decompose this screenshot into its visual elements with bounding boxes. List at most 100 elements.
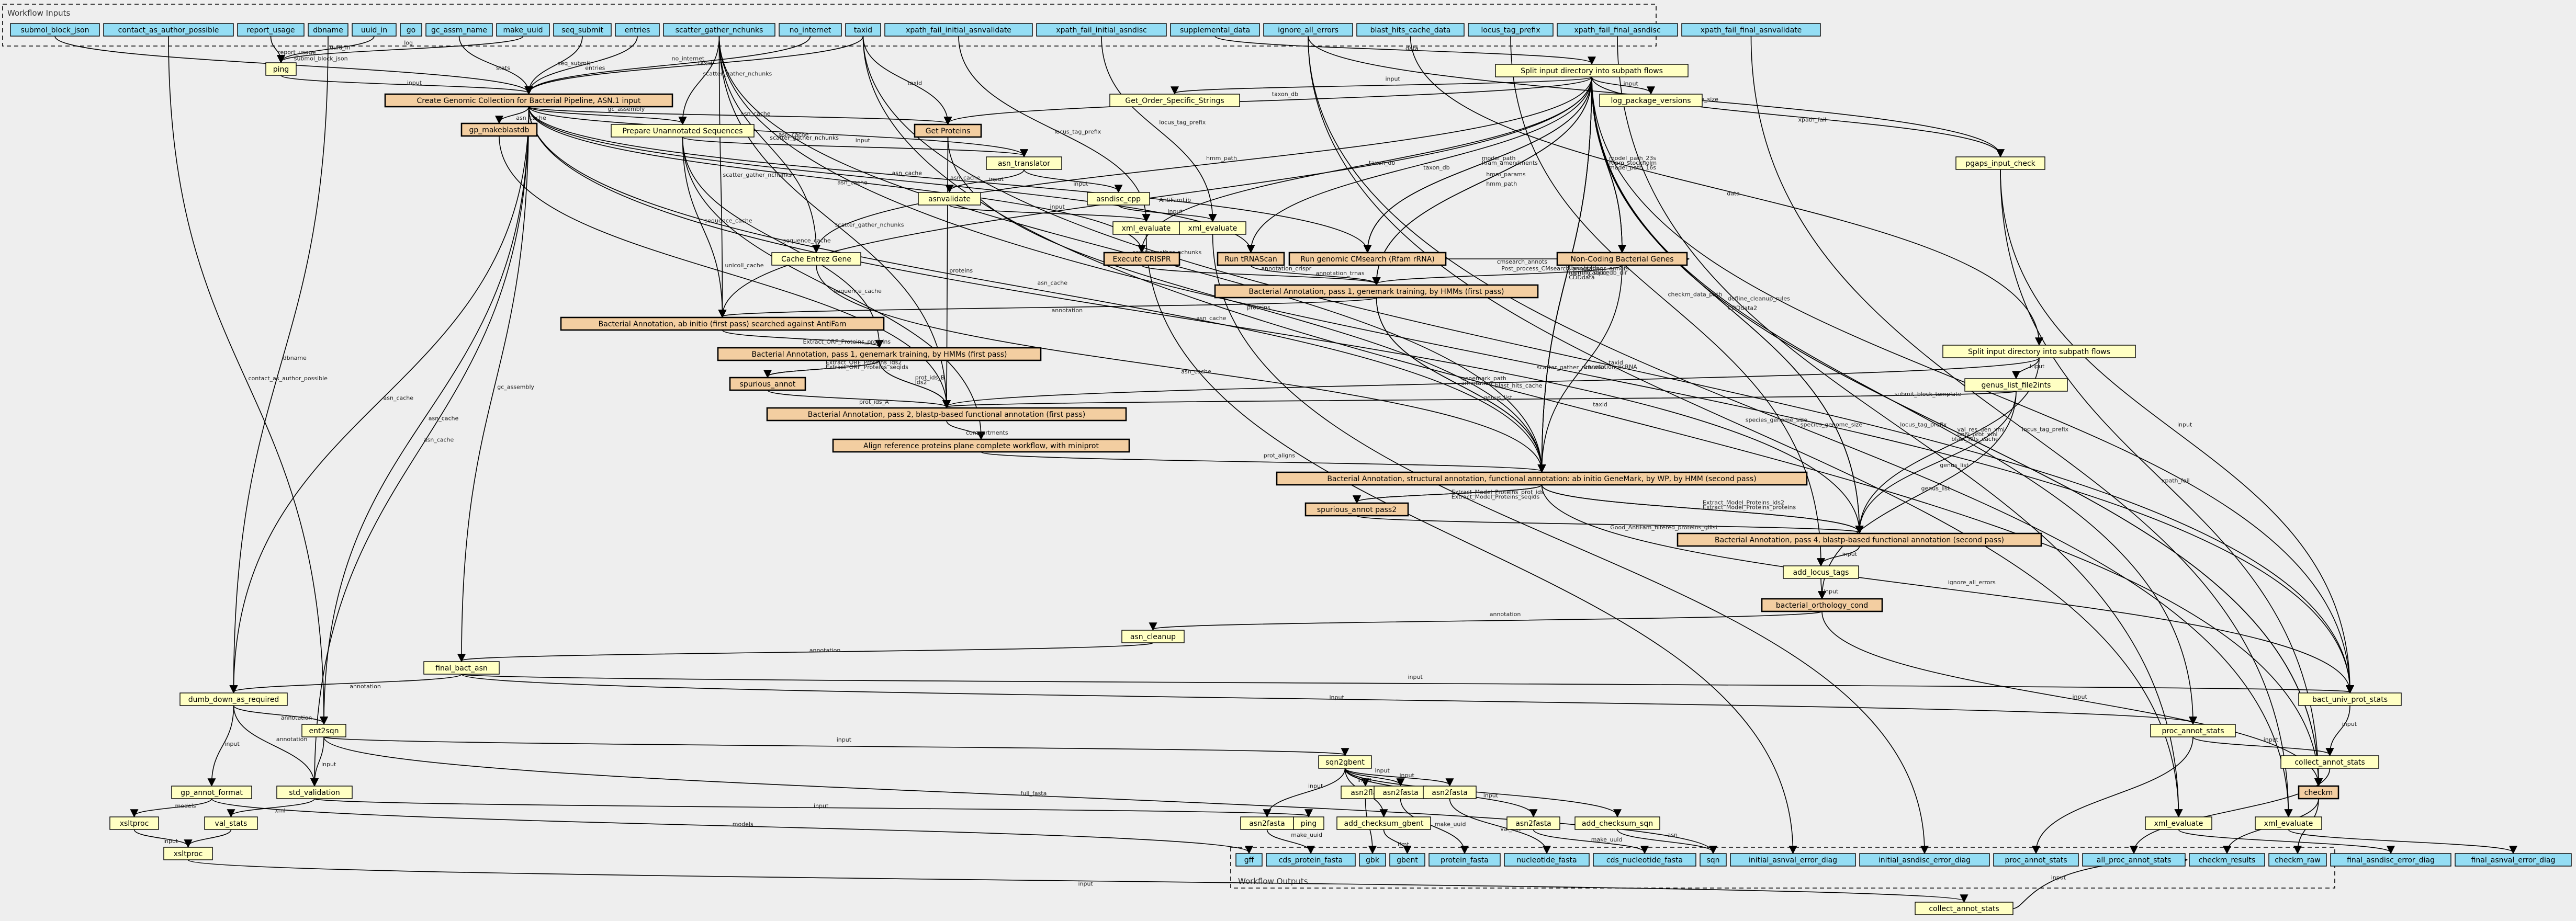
step-node-asn2fasta[interactable]: asn2fasta (1423, 786, 1477, 799)
step-node-bacterial-annotation-ab-initio-first-pass-searched-against-antifam[interactable]: Bacterial Annotation, ab initio (first p… (560, 316, 885, 331)
io-node-xpath-fail-initial-asnvalidate[interactable]: xpath_fail_initial_asnvalidate (884, 23, 1033, 37)
step-node-align-reference-proteins-plane-complete-workflow-with-miniprot[interactable]: Align reference proteins plane complete … (832, 438, 1130, 453)
io-node-cds-nucleotide-fasta[interactable]: cds_nucleotide_fasta (1593, 853, 1696, 867)
step-node-genus-list-file2ints[interactable]: genus_list_file2ints (1964, 378, 2068, 392)
step-node-gp-annot-format[interactable]: gp_annot_format (171, 786, 252, 799)
step-node-non-coding-bacterial-genes[interactable]: Non-Coding Bacterial Genes (1556, 252, 1688, 266)
io-node-blast-hits-cache-data[interactable]: blast_hits_cache_data (1356, 23, 1465, 37)
io-node-gff[interactable]: gff (1235, 853, 1263, 867)
step-node-bacterial-annotation-pass-4-blastp-based-functional-annotation-second-pass[interactable]: Bacterial Annotation, pass 4, blastp-bas… (1677, 532, 2042, 547)
step-node-val-stats[interactable]: val_stats (204, 816, 258, 830)
io-node-checkm-raw[interactable]: checkm_raw (2268, 853, 2327, 867)
step-node-split-input-directory-into-subpath-flows[interactable]: Split input directory into subpath flows (1495, 64, 1689, 77)
step-node-bacterial-annotation-pass-1-genemark-training-by-hmms-first-pass[interactable]: Bacterial Annotation, pass 1, genemark t… (1214, 284, 1539, 299)
step-node-ping[interactable]: ping (265, 62, 297, 76)
step-node-ent2sqn[interactable]: ent2sqn (301, 724, 346, 737)
io-node-nucleotide-fasta[interactable]: nucleotide_fasta (1504, 853, 1590, 867)
io-node-cds-protein-fasta[interactable]: cds_protein_fasta (1266, 853, 1356, 867)
step-node-asn2fasta[interactable]: asn2fasta (1240, 816, 1294, 830)
step-node-collect-annot-stats[interactable]: collect_annot_stats (1915, 902, 2013, 915)
edge-label: input (989, 176, 1004, 183)
step-node-asn-cleanup[interactable]: asn_cleanup (1121, 630, 1185, 643)
io-node-make-uuid[interactable]: make_uuid (496, 23, 550, 37)
step-node-cache-entrez-gene[interactable]: Cache Entrez Gene (771, 252, 861, 266)
io-node-go[interactable]: go (400, 23, 422, 37)
step-node-run-trnascan[interactable]: Run tRNAScan (1217, 252, 1285, 266)
step-node-xml-evaluate[interactable]: xml_evaluate (1112, 221, 1180, 235)
step-node-execute-crispr[interactable]: Execute CRISPR (1103, 252, 1180, 266)
step-node-add-checksum-sqn[interactable]: add_checksum_sqn (1574, 816, 1660, 830)
step-node-bact-univ-prot-stats[interactable]: bact_univ_prot_stats (2298, 692, 2402, 706)
io-node-no-internet[interactable]: no_internet (779, 23, 842, 37)
io-node-gbent[interactable]: gbent (1389, 853, 1425, 867)
io-node-taxid[interactable]: taxid (845, 23, 881, 37)
step-node-asn-translator[interactable]: asn_translator (986, 156, 1062, 170)
step-node-add-locus-tags[interactable]: add_locus_tags (1783, 565, 1859, 579)
io-node-sqn[interactable]: sqn (1700, 853, 1727, 867)
io-node-ignore-all-errors[interactable]: ignore_all_errors (1263, 23, 1353, 37)
edge-asn_translator-to-asnvalidate (945, 169, 1025, 194)
io-node-submol-block-json[interactable]: submol_block_json (10, 23, 100, 37)
edge-asn_translator-to-asndisc_cpp (1023, 169, 1123, 194)
step-node-bacterial-annotation-pass-1-genemark-training-by-hmms-first-pass[interactable]: Bacterial Annotation, pass 1, genemark t… (717, 347, 1042, 361)
step-node-sqn2gbent[interactable]: sqn2gbent (1318, 755, 1372, 769)
step-node-final-bact-asn[interactable]: final_bact_asn (423, 661, 500, 675)
io-node-dbname[interactable]: dbname (308, 23, 348, 37)
step-node-pgaps-input-check[interactable]: pgaps_input_check (1955, 156, 2045, 170)
io-node-scatter-gather-nchunks[interactable]: scatter_gather_nchunks (663, 23, 775, 37)
step-node-get-proteins[interactable]: Get Proteins (914, 123, 982, 138)
step-node-run-genomic-cmsearch-rfam-rrna[interactable]: Run genomic CMsearch (Rfam rRNA) (1288, 252, 1447, 266)
step-node-prepare-unannotated-sequences[interactable]: Prepare Unannotated Sequences (611, 124, 755, 138)
step-node-get-order-specific-strings[interactable]: Get_Order_Specific_Strings (1109, 94, 1240, 107)
io-node-final-asndisc-error-diag[interactable]: final_asndisc_error_diag (2330, 853, 2451, 867)
step-node-xml-evaluate[interactable]: xml_evaluate (2145, 816, 2212, 830)
io-node-contact-as-author-possible[interactable]: contact_as_author_possible (103, 23, 234, 37)
step-node-xsltproc[interactable]: xsltproc (163, 847, 213, 860)
io-node-entries[interactable]: entries (615, 23, 660, 37)
step-node-asn2fasta[interactable]: asn2fasta (1506, 816, 1560, 830)
step-node-bacterial-annotation-pass-2-blastp-based-functional-annotation-first-pass[interactable]: Bacterial Annotation, pass 2, blastp-bas… (766, 407, 1127, 422)
io-node-xpath-fail-final-asnvalidate[interactable]: xpath_fail_final_asnvalidate (1681, 23, 1821, 37)
io-node-final-asnval-error-diag[interactable]: final_asnval_error_diag (2455, 853, 2572, 867)
step-node-xml-evaluate[interactable]: xml_evaluate (2255, 816, 2322, 830)
step-node-std-validation[interactable]: std_validation (276, 786, 353, 799)
step-node-log-package-versions[interactable]: log_package_versions (1599, 94, 1703, 107)
step-node-bacterial-annotation-structural-annotation-functional-annotation-ab-initio-genemark-by-wp-by-hmm-second-pass[interactable]: Bacterial Annotation, structural annotat… (1276, 471, 1808, 486)
edge-genomic_coll-to-structural (528, 106, 1546, 473)
step-node-asndisc-cpp[interactable]: asndisc_cpp (1087, 192, 1150, 206)
step-node-xsltproc[interactable]: xsltproc (109, 816, 159, 830)
io-node-locus-tag-prefix[interactable]: locus_tag_prefix (1468, 23, 1554, 37)
step-node-gp-makeblastdb[interactable]: gp_makeblastdb (460, 122, 538, 137)
step-node-asn2fasta[interactable]: asn2fasta (1374, 786, 1427, 799)
node-label: xml_evaluate (1122, 224, 1171, 233)
step-node-create-genomic-collection-for-bacterial-pipeline-asn-1-input[interactable]: Create Genomic Collection for Bacterial … (384, 93, 673, 108)
io-node-report-usage[interactable]: report_usage (237, 23, 305, 37)
step-node-spurious-annot[interactable]: spurious_annot (729, 377, 806, 391)
step-node-split-input-directory-into-subpath-flows[interactable]: Split input directory into subpath flows (1942, 345, 2136, 358)
io-node-xpath-fail-initial-asndisc[interactable]: xpath_fail_initial_asndisc (1036, 23, 1167, 37)
io-node-xpath-fail-final-asndisc[interactable]: xpath_fail_final_asndisc (1557, 23, 1678, 37)
step-node-spurious-annot-pass2[interactable]: spurious_annot pass2 (1304, 502, 1409, 517)
node-box (301, 724, 346, 737)
step-node-bacterial-orthology-cond[interactable]: bacterial_orthology_cond (1761, 598, 1883, 612)
io-node-checkm-results[interactable]: checkm_results (2189, 853, 2265, 867)
io-node-seq-submit[interactable]: seq_submit (553, 23, 612, 37)
step-node-xml-evaluate[interactable]: xml_evaluate (1179, 221, 1246, 235)
step-node-collect-annot-stats[interactable]: collect_annot_stats (2280, 755, 2379, 769)
io-node-initial-asnval-error-diag[interactable]: initial_asnval_error_diag (1730, 853, 1856, 867)
io-node-gbk[interactable]: gbk (1359, 853, 1386, 867)
io-node-uuid-in[interactable]: uuid_in (352, 23, 397, 37)
io-node-all-proc-annot-stats[interactable]: all_proc_annot_stats (2082, 853, 2186, 867)
io-node-proc-annot-stats[interactable]: proc_annot_stats (1993, 853, 2079, 867)
io-node-supplemental-data[interactable]: supplemental_data (1170, 23, 1260, 37)
step-node-checkm[interactable]: checkm (2298, 785, 2339, 800)
io-node-initial-asndisc-error-diag[interactable]: initial_asndisc_error_diag (1859, 853, 1990, 867)
step-node-dumb-down-as-required[interactable]: dumb_down_as_required (179, 692, 288, 706)
io-node-protein-fasta[interactable]: protein_fasta (1428, 853, 1501, 867)
step-node-ping[interactable]: ping (1293, 816, 1324, 830)
step-node-asnvalidate[interactable]: asnvalidate (918, 192, 981, 206)
edge-label: hmm_params (1486, 171, 1526, 178)
step-node-add-checksum-gbent[interactable]: add_checksum_gbent (1336, 816, 1431, 830)
step-node-proc-annot-stats[interactable]: proc_annot_stats (2150, 724, 2236, 737)
io-node-gc-assm-name[interactable]: gc_assm_name (425, 23, 493, 37)
